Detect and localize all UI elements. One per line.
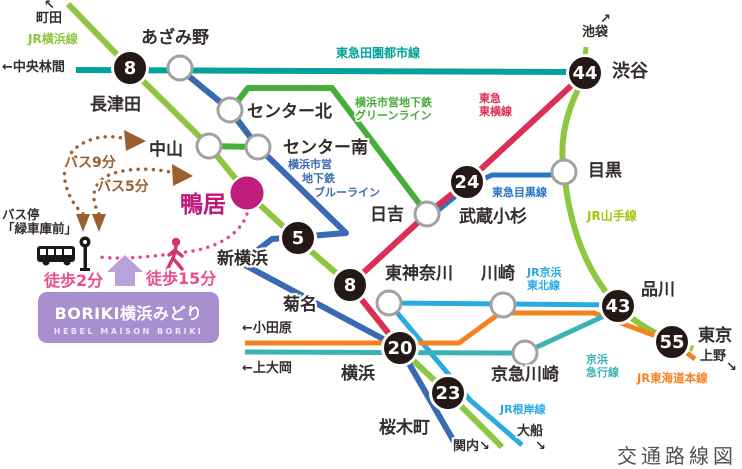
station-nagatsuta-time-badge: 8 [111,49,149,87]
bus-stop-name-label: バス停 「緑車庫前」 [2,207,78,237]
facility-card: BORIKI横浜みどり HEBEL MAISON BORIKI [38,292,219,343]
bus-arrowhead-to-nakayama [124,130,146,151]
direction-ikebukuro: 池袋 [582,25,609,40]
station-label-nagatsuta: 長津田 [90,95,141,115]
direction-odawara: ←小田原 [242,321,292,336]
direction-machida: 町田 [36,11,63,26]
line-label-blue-line-1: 横浜市営 [288,158,332,171]
line-label-toyoko: 東急 東横線 [479,92,512,119]
bus-arrowhead-to-kamoi [172,164,193,186]
direction-kannai: 関内↘ [453,439,490,454]
direction-chuo-rinkan: ←中央林間 [2,60,65,75]
station-musashi-kosugi-time-badge: 24 [448,163,486,201]
keikyu-line [244,307,619,356]
station-shinagawa-time-badge: 43 [599,287,637,325]
direction-ofuna: 大船 [517,424,544,439]
bus-icon [37,246,75,266]
arrow-down-right-icon-ueno: ↘ [726,360,737,375]
line-label-keihin-tohoku: JR京浜 東北線 [527,266,562,293]
station-hiyoshi-marker [413,200,441,228]
station-label-shinagawa: 品川 [641,280,675,300]
station-nakayama-marker [195,132,223,160]
station-azamino-marker [166,54,194,82]
line-label-jr-yokohama: JR横浜線 [28,32,78,46]
arrow-up-right-icon: ↗ [600,12,611,27]
station-yokohama-time-badge: 20 [381,329,419,367]
walk-2min-label: 徒歩2分 [44,271,104,290]
station-kamoi-marker [228,174,266,212]
walk-15min-label: 徒歩15分 [146,269,217,288]
walk-route-dotted [98,212,249,260]
bus-arrowhead-to-busstop-2 [92,214,106,232]
station-shibuya-time-badge: 44 [566,54,604,92]
station-label-nakayama: 中山 [149,140,183,160]
station-keikyu-kawasaki-marker [511,339,539,367]
station-center-kita-marker [216,96,244,124]
line-label-blue-line-3: ブルーライン [314,186,380,199]
station-label-center-minami: センター南 [283,138,368,158]
direction-ueno: 上野 [700,349,727,364]
station-label-meguro: 目黒 [588,161,622,181]
facility-up-arrow-icon [107,255,143,286]
station-label-azamino: あざみ野 [141,28,209,48]
station-label-musashi-kosugi: 武蔵小杉 [459,207,527,227]
line-label-denentoshi: 東急田園都市線 [336,46,421,60]
facility-subtitle: HEBEL MAISON BORIKI [53,326,204,336]
station-center-minami-marker [244,133,272,161]
station-label-sakuragicho: 桜木町 [379,418,430,438]
station-label-shibuya: 渋谷 [612,61,648,82]
station-meguro-marker [550,158,578,186]
yamanote-line [559,76,695,352]
station-tokyo-time-badge: 55 [653,323,691,361]
station-label-hiyoshi: 日吉 [370,205,404,225]
station-sakuragicho-time-badge: 23 [429,374,467,412]
bus-9min-label: バス9分 [64,155,116,171]
station-label-kawasaki: 川崎 [481,264,515,284]
bus-route-9min-dotted [62,135,124,216]
arrow-down-right-icon-ofuna: ↘ [535,439,546,454]
station-label-keikyu-kawasaki: 京急川崎 [491,365,559,385]
station-label-center-kita: センター北 [247,102,332,122]
line-label-negishi: JR根岸線 [500,403,546,416]
station-label-tokyo: 東京 [698,326,732,346]
facility-name: BORIKI横浜みどり [54,303,203,323]
walking-person-icon [165,237,184,272]
bus-stop-icon [79,236,91,271]
station-higashi-kanagawa-marker [375,289,403,317]
station-label-kikuna: 菊名 [283,295,317,315]
bus-5min-label: バス5分 [97,179,149,195]
station-label-higashi-kanagawa: 東神奈川 [385,264,453,284]
denentoshi-line [75,67,586,75]
line-label-yamanote: JR山手線 [587,209,637,223]
station-label-yokohama: 横浜 [341,364,375,384]
line-label-tokaido: JR東海道本線 [637,371,708,385]
line-label-keikyu: 京浜 急行線 [586,353,619,380]
line-label-meguro: 東急目黒線 [492,186,547,199]
station-kawasaki-marker [489,291,517,319]
station-label-kamoi: 鴨居 [180,192,226,218]
map-title: 交通路線図 [617,444,737,468]
station-label-shin-yokohama: 新横浜 [217,249,268,269]
line-label-green-line: 横浜市営地下鉄 グリーンライン [355,96,432,123]
line-label-blue-line-2: 地下鉄 [302,172,335,185]
station-shin-yokohama-time-badge: 5 [279,219,317,257]
arrow-up-left-icon: ↖ [44,0,55,13]
bus-route-5min-dotted [92,167,172,216]
direction-kamiooka: ←上大岡 [242,361,292,376]
bus-arrowhead-to-busstop-1 [76,214,90,232]
station-kikuna-time-badge: 8 [331,266,369,304]
